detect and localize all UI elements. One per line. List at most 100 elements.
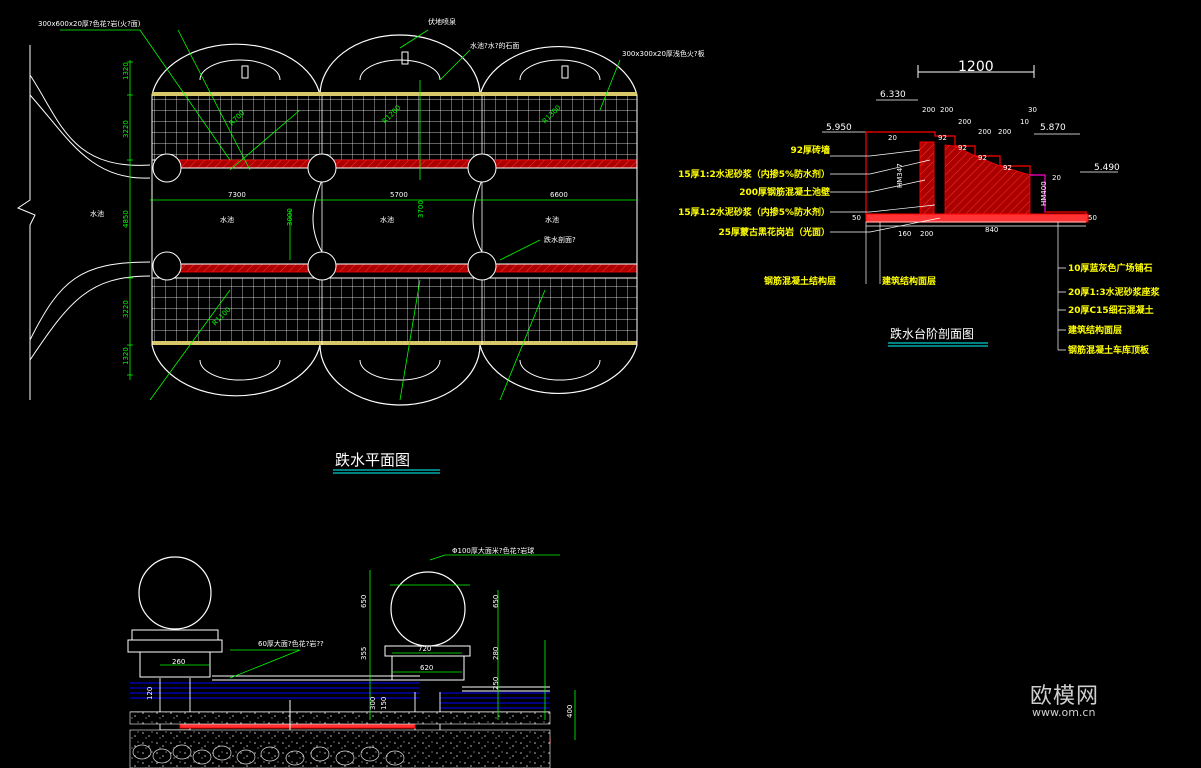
- plan-border-bottom: [152, 341, 637, 345]
- elev-dim-5: 250: [492, 677, 500, 690]
- plan-post-5: [307, 251, 337, 281]
- section-step-dims: 200 200 30 200 200 200 10 92 92 92 92 20…: [852, 106, 1097, 238]
- plan-left-channel-top2: [29, 94, 151, 179]
- watermark-url: www.om.cn: [1032, 706, 1096, 719]
- plan-fountain-arc-6: [519, 359, 601, 381]
- plan-label-pool-2: 水池: [380, 215, 394, 224]
- plan-left-boundary: [16, 45, 36, 400]
- plan-red-channel-bottom: [169, 263, 638, 273]
- plan-left-dim-ticks: [127, 61, 133, 376]
- section-title-underline: [888, 342, 988, 347]
- elev-label-cap: 60厚大面?色花?岩??: [258, 639, 324, 648]
- plan-left-channel-bottom2: [29, 275, 151, 361]
- elev-dim-lines: [160, 554, 576, 740]
- elev-gravel-2: [129, 729, 551, 768]
- elev-dim-4: 280: [492, 647, 500, 660]
- section-step-dim-4: 200: [958, 118, 971, 126]
- section-step-dim-14: 160: [898, 230, 911, 238]
- section-elev-1: 6.330: [880, 90, 906, 100]
- plan-fountain-arc-2: [359, 59, 441, 81]
- section-step-dim-17: 50: [852, 214, 861, 222]
- section-step-dim-8: 92: [938, 134, 947, 142]
- section-wall: [919, 141, 935, 221]
- plan-left-channel-top: [29, 74, 151, 166]
- section-left-label-5: 25厚蒙古黑花岗岩（光面）: [718, 226, 830, 238]
- plan-arc-top-3: [479, 45, 638, 96]
- plan-arc-bottom-2: [319, 344, 481, 406]
- section-step-dim-7: 10: [1020, 118, 1029, 126]
- section-step-dim-2: 200: [940, 106, 953, 114]
- elev-cap-left: [131, 629, 219, 641]
- plan-arc-top-2: [319, 34, 481, 96]
- section-step-dim-6: 200: [998, 128, 1011, 136]
- section-step-dim-16: 840: [985, 226, 998, 234]
- plan-dim-left-4: 3220: [122, 300, 130, 318]
- section-right-label-3: 20厚C15细石混凝土: [1068, 304, 1154, 316]
- plan-outer-edges: [151, 95, 638, 345]
- plan-tile-grid-bottom: [151, 277, 638, 344]
- elev-dim-10: 300: [369, 697, 377, 710]
- watermark: 欧模网 www.om.cn: [1030, 678, 1160, 724]
- plan-arc-bottom-1: [151, 344, 321, 397]
- plan-arc-bottom-3: [479, 344, 638, 395]
- section-step-dim-5: 200: [978, 128, 991, 136]
- plan-label-tile-top-left: 300x600x20厚?色花?岩(火?面): [38, 19, 141, 28]
- plan-divider-lines: [321, 95, 483, 345]
- elev-label-ball: Φ100厚大面米?色花?岩球: [452, 546, 534, 555]
- elev-dim-3: 355: [360, 647, 368, 660]
- plan-dim-left-5: 1320: [122, 347, 130, 365]
- section-vdim-2: HM400: [1040, 181, 1048, 206]
- section-step-dim-18: 50: [1088, 214, 1097, 222]
- section-vdim-1: HM347: [896, 163, 904, 188]
- plan-label-pool-left: 水池: [90, 209, 104, 218]
- section-step-dim-9: 92: [958, 144, 967, 152]
- plan-dim-center: 3000: [286, 208, 294, 226]
- elev-dim-9: 620: [420, 664, 433, 672]
- plan-fountain-arc-4: [199, 359, 281, 381]
- plan-view: 300x600x20厚?色花?岩(火?面) 300x300x20厚浅色火?板 伏…: [16, 17, 705, 474]
- section-step-dim-1: 200: [922, 106, 935, 114]
- elev-cap-left-2: [127, 639, 223, 653]
- plan-fountain-arc-3: [519, 59, 601, 81]
- plan-pool-curve-2: [472, 179, 483, 253]
- elev-cap-right: [384, 645, 471, 657]
- elev-ball-right: [390, 571, 466, 647]
- section-step-dim-3: 30: [1028, 106, 1037, 114]
- section-magenta-edge: [1030, 174, 1046, 212]
- plan-left-channel-bottom: [29, 261, 151, 341]
- plan-fountain-head-2: [401, 51, 409, 65]
- section-dim-1200-ticks: [917, 65, 1035, 78]
- elev-dim-8: 720: [418, 645, 431, 653]
- plan-arc-top-1: [151, 43, 321, 96]
- plan-label-pool-1: 水池: [220, 215, 234, 224]
- plan-dim-x-2: 5700: [390, 191, 408, 199]
- section-elev-2: 5.950: [826, 123, 852, 133]
- section-step-dim-13: 20: [1052, 174, 1061, 182]
- watermark-logo: 欧模网: [1030, 684, 1100, 709]
- section-elev-4: 5.490: [1094, 163, 1120, 173]
- plan-fountain-head-1: [241, 65, 249, 79]
- plan-fountain-arc-5: [359, 359, 441, 381]
- section-left-label-2: 15厚1:2水泥砂浆（内掺5%防水剂）: [678, 168, 830, 180]
- plan-left-dims: 1320 3220 4850 3220 1320: [122, 62, 130, 365]
- plan-post-6: [467, 251, 497, 281]
- section-elevation-markers: [822, 99, 1118, 173]
- elev-dim-11: 150: [380, 697, 388, 710]
- section-left-label-1: 92厚砖墙: [790, 144, 830, 156]
- elev-dim-1: 650: [360, 595, 368, 608]
- section-left-label-4: 15厚1:2水泥砂浆（内掺5%防水剂）: [678, 206, 830, 218]
- elev-dims-text: 650 650 355 280 250 120 260 720 620 300 …: [146, 595, 574, 718]
- section-view: 1200 6.330 5.950 5.870 5.490 200 200 30 …: [678, 59, 1161, 356]
- section-right-label-2: 20厚1:3水泥砂浆座浆: [1068, 286, 1161, 298]
- plan-label-tile-top-right: 300x300x20厚浅色火?板: [622, 49, 705, 58]
- elev-post-right: [391, 655, 465, 681]
- plan-fountain-head-3: [561, 65, 569, 79]
- section-base-lines: [866, 221, 1086, 227]
- section-title: 跌水台阶剖面图: [890, 326, 974, 341]
- plan-dim-left-2: 3220: [122, 120, 130, 138]
- plan-label-fountain: 伏地喷泉: [428, 17, 456, 26]
- section-bottom-label-2: 建筑结构面层: [882, 275, 936, 287]
- plan-dim-left-3: 4850: [122, 210, 130, 228]
- section-base-layer: [865, 213, 1089, 223]
